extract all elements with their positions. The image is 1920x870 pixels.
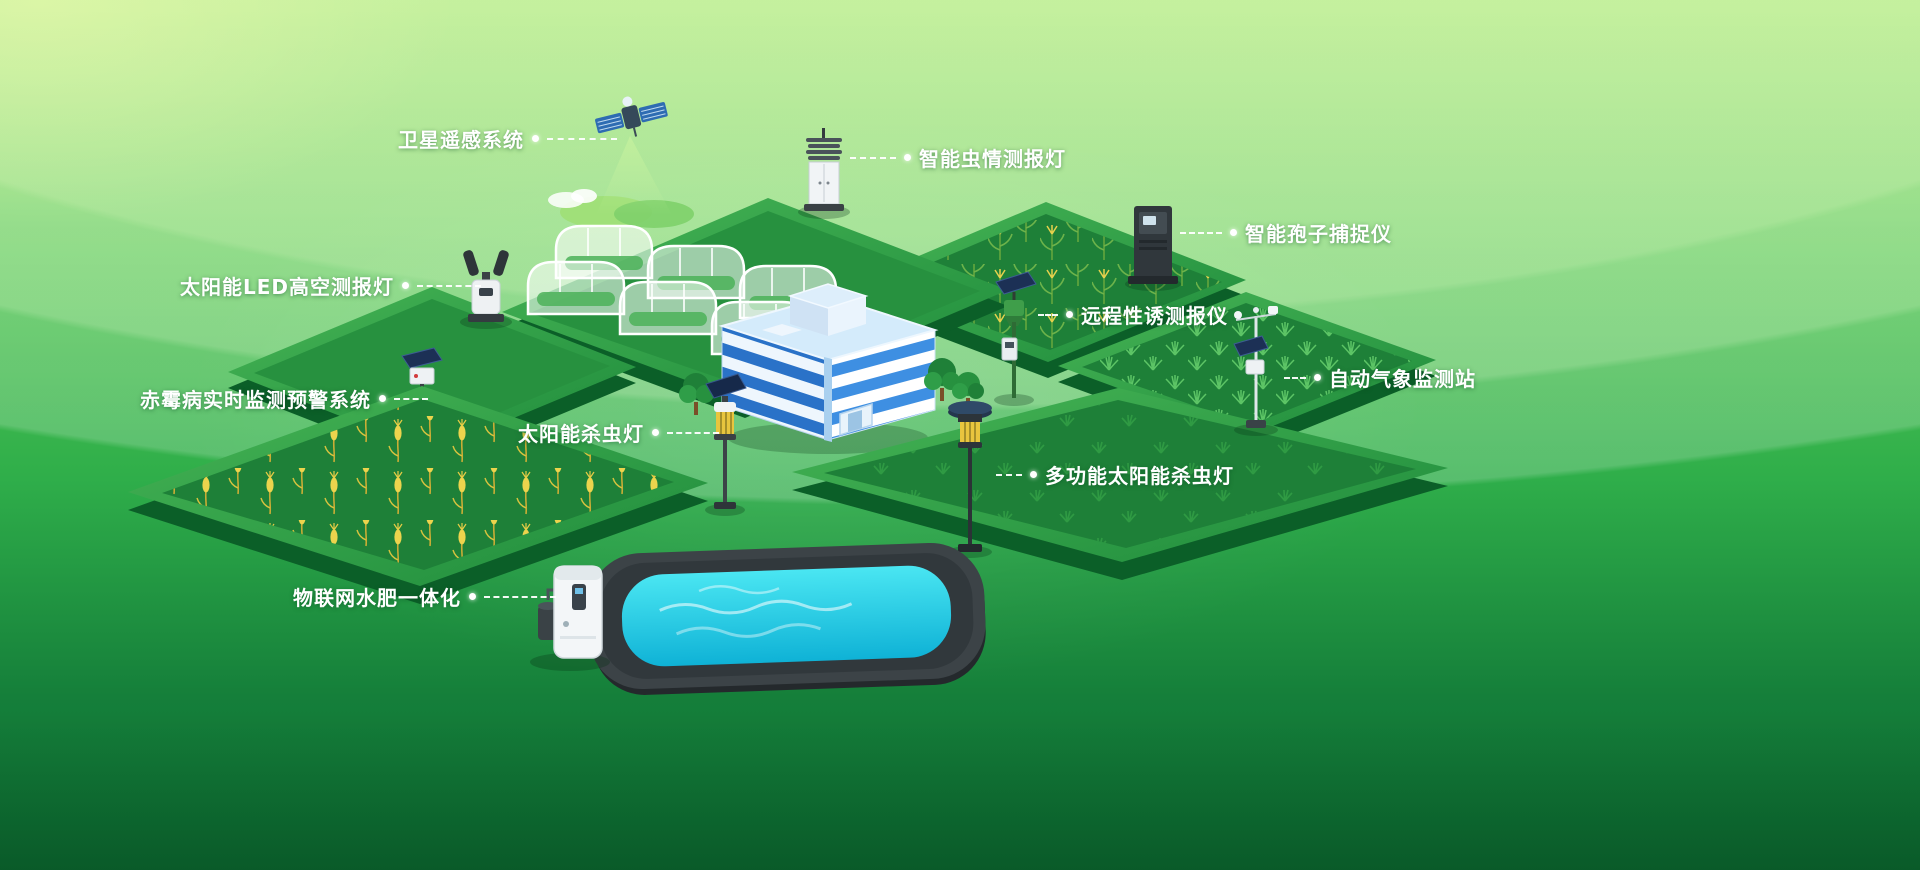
callout-line [417,284,482,287]
callout-line [1038,313,1058,316]
callout-insect-lamp[interactable]: 智能虫情测报灯 [850,143,1066,172]
callout-line [484,595,556,598]
callout-line [394,397,428,400]
multi-solar-killer-device[interactable] [948,401,992,558]
callout-line [1284,376,1306,379]
water-pool [587,542,986,695]
office-building [718,283,939,454]
callout-dot [1030,471,1037,478]
callout-scab-monitor[interactable]: 赤霉病实时监测预警系统 [140,384,428,413]
callout-label: 智能虫情测报灯 [919,147,1066,171]
callout-label: 赤霉病实时监测预警系统 [140,388,371,412]
callout-dot [532,135,539,142]
spore-catcher-device[interactable] [1125,206,1181,291]
callout-solar-insect-killer[interactable]: 太阳能杀虫灯 [518,418,719,447]
callout-label: 多功能太阳能杀虫灯 [1045,464,1234,488]
callout-label: 自动气象监测站 [1329,367,1476,391]
callout-dot [1314,374,1321,381]
callout-weather-station[interactable]: 自动气象监测站 [1284,363,1476,392]
callout-label: 太阳能LED高空测报灯 [180,275,395,299]
callout-dot [904,154,911,161]
callout-line [667,431,719,434]
callout-line [996,473,1022,476]
callout-label: 太阳能杀虫灯 [518,422,644,446]
greenhouse [526,260,626,316]
callout-fertigation[interactable]: 物联网水肥一体化 [293,582,556,611]
solar-insect-killer-device[interactable] [705,373,747,516]
building-tower [787,283,869,336]
callout-led-lamp[interactable]: 太阳能LED高空测报灯 [180,271,482,300]
satellite-beam [596,136,672,215]
weather-station-device[interactable] [1233,306,1278,436]
callout-line [1180,231,1222,234]
callout-dot [1230,229,1237,236]
callout-spore-catcher[interactable]: 智能孢子捕捉仪 [1180,218,1392,247]
callout-line [850,156,896,159]
tree [924,358,960,401]
fertigation-machine-device[interactable] [530,565,610,671]
callout-dot [469,593,476,600]
callout-line [547,137,617,140]
wheat-field-platform [128,386,708,604]
insect-monitor-lamp-device[interactable] [798,128,850,219]
callout-dot [1066,311,1073,318]
greenhouse [618,280,718,336]
tree [952,372,984,410]
callout-satellite[interactable]: 卫星遥感系统 [398,124,617,153]
callout-label: 卫星遥感系统 [398,128,524,152]
callout-dot [379,395,386,402]
callout-label: 物联网水肥一体化 [293,586,461,610]
satellite-icon[interactable] [591,88,671,145]
callout-multi-solar-killer[interactable]: 多功能太阳能杀虫灯 [996,460,1234,489]
callout-label: 智能孢子捕捉仪 [1245,222,1392,246]
solar-led-lamp-device[interactable] [460,249,512,329]
pheromone-monitor-device[interactable] [994,271,1037,406]
callout-dot [652,429,659,436]
callout-pheromone-monitor[interactable]: 远程性诱测报仪 [1038,300,1228,329]
callout-label: 远程性诱测报仪 [1081,304,1228,328]
callout-dot [402,282,410,289]
